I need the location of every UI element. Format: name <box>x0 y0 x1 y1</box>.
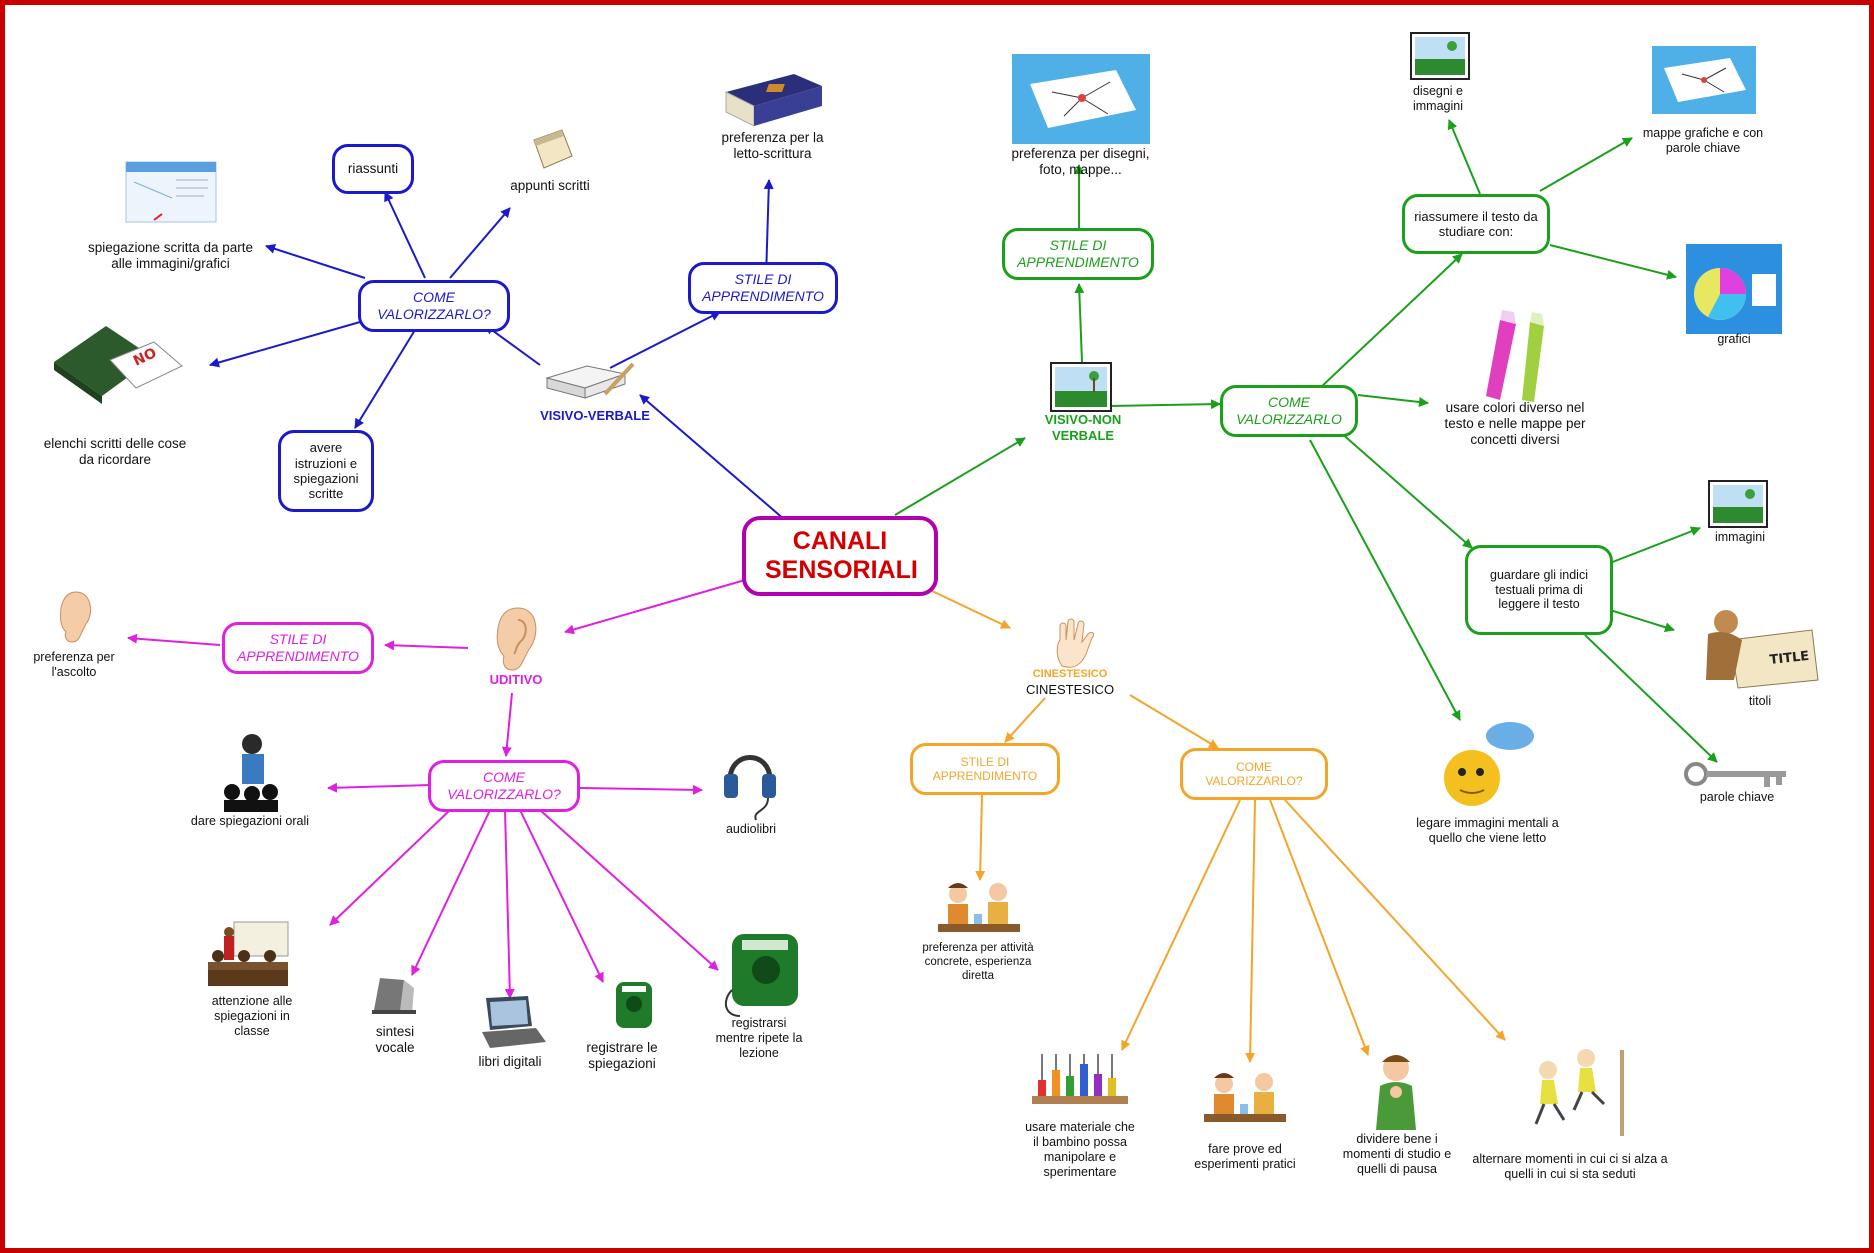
center-node[interactable]: CANALI SENSORIALI <box>742 516 938 596</box>
ud-come-text: COME VALORIZZARLO? <box>447 769 561 802</box>
vnv-preferenza-text: preferenza per disegni, foto, mappe... <box>1011 146 1150 178</box>
vv-stile-box[interactable]: STILE DI APPRENDIMENTO <box>688 262 838 314</box>
vv-istruzioni-box[interactable]: avere istruzioni e spiegazioni scritte <box>278 430 374 512</box>
notepad-icon <box>528 126 578 176</box>
ud-registrarsi-text: registrarsi mentre ripete la lezione <box>715 1016 803 1060</box>
ci-come-text: COME VALORIZZARLO? <box>1205 759 1303 788</box>
ud-attenzione-text: attenzione alle spiegazioni in classe <box>211 994 293 1038</box>
mindmap-picture-icon <box>1012 54 1150 144</box>
vnv-come-text: COME VALORIZZARLO <box>1236 394 1342 427</box>
boy-pause-icon <box>1362 1052 1430 1130</box>
vnv-stile-text: STILE DI APPRENDIMENTO <box>1017 237 1139 270</box>
vv-spiegazione-text: spiegazione scritta da parte alle immagi… <box>87 240 254 272</box>
headphones-icon <box>722 740 778 822</box>
classroom-icon <box>204 918 292 988</box>
uditivo-label[interactable]: UDITIVO <box>489 672 543 687</box>
speaker-icon <box>370 974 422 1016</box>
vv-istruzioni-text: avere istruzioni e spiegazioni scritte <box>293 440 359 502</box>
vv-come-box[interactable]: COME VALORIZZARLO? <box>358 280 510 332</box>
recorder-small-icon <box>608 976 656 1034</box>
vnv-riassumere-box[interactable]: riassumere il testo da studiare con: <box>1402 194 1550 254</box>
ud-orali-text: dare spiegazioni orali <box>190 814 310 828</box>
vv-riassunti-text: riassunti <box>347 161 399 177</box>
jumping-kids-icon <box>1508 1040 1632 1140</box>
ci-materiale-text: usare materiale che il bambino possa man… <box>1025 1120 1135 1179</box>
vnv-titoli-text: titoli <box>1748 694 1772 708</box>
vv-appunti-text: appunti scritti <box>510 178 590 193</box>
ud-audiolibri-text: audiolibri <box>725 822 777 836</box>
ci-stile-text: STILE DI APPRENDIMENTO <box>932 754 1038 783</box>
svg-text:TITLE: TITLE <box>1769 649 1810 668</box>
ci-dividere-text: dividere bene i momenti di studio e quel… <box>1342 1132 1452 1176</box>
teacher-speaking-icon <box>222 730 280 812</box>
ci-alternare-text: alternare momenti in cui ci si alza a qu… <box>1472 1152 1668 1181</box>
children-lab-icon <box>1200 1070 1290 1132</box>
visivo-non-verbale-label[interactable]: VISIVO-NON VERBALE <box>1044 412 1122 443</box>
vnv-mappe-text: mappe grafiche e con parole chiave <box>1642 126 1764 155</box>
ci-come-box[interactable]: COME VALORIZZARLO? <box>1180 748 1328 800</box>
book-icon <box>722 70 826 130</box>
ci-stile-box[interactable]: STILE DI APPRENDIMENTO <box>910 743 1060 795</box>
vv-riassunti-box[interactable]: riassunti <box>332 144 414 194</box>
image-icon <box>1410 32 1470 80</box>
ud-sintesi-text: sintesi vocale <box>375 1024 415 1056</box>
paper-stack-icon <box>545 358 637 404</box>
children-experiment-icon <box>934 880 1024 942</box>
detective-title-icon: TITLE <box>1690 600 1822 692</box>
ud-registrare-text: registrare le spiegazioni <box>586 1040 658 1072</box>
vnv-immagini-text: immagini <box>1714 530 1765 544</box>
recorder-large-icon <box>718 930 804 1020</box>
cinestesico-label[interactable]: CINESTESICO <box>1025 682 1115 697</box>
uditivo-connectors <box>127 579 746 999</box>
vv-come-text: COME VALORIZZARLO? <box>377 289 491 322</box>
laptop-icon <box>476 994 548 1050</box>
vv-preferenza-text: preferenza per la letto-scrittura <box>721 130 824 162</box>
abacus-icon <box>1028 1048 1132 1114</box>
vnv-stile-box[interactable]: STILE DI APPRENDIMENTO <box>1002 228 1154 280</box>
vnv-come-box[interactable]: COME VALORIZZARLO <box>1220 385 1358 437</box>
vnv-indici-text: guardare gli indici testuali prima di le… <box>1490 567 1588 612</box>
center-title: CANALI SENSORIALI <box>765 526 918 585</box>
cinestesico-label-top[interactable]: CINESTESICO <box>1032 668 1108 680</box>
vnv-disegni-text: disegni e immagini <box>1412 84 1464 113</box>
ud-stile-box[interactable]: STILE DI APPRENDIMENTO <box>222 622 374 674</box>
vnv-parole-text: parole chiave <box>1699 790 1775 804</box>
concept-map-icon <box>1652 46 1756 114</box>
visivo-verbale-label[interactable]: VISIVO-VERBALE <box>540 408 650 423</box>
ud-stile-text: STILE DI APPRENDIMENTO <box>237 631 359 664</box>
vnv-grafici-text: grafici <box>1717 332 1751 346</box>
pie-chart-icon <box>1686 244 1782 334</box>
ear-icon <box>494 604 540 674</box>
notebook-list-icon: NO <box>50 322 190 412</box>
thinking-face-icon <box>1436 716 1546 812</box>
screen-slide-icon <box>124 158 218 228</box>
visivo-verbale-connectors <box>209 179 786 521</box>
ci-prove-text: fare prove ed esperimenti pratici <box>1194 1142 1296 1171</box>
ud-libri-text: libri digitali <box>478 1054 542 1069</box>
ci-preferenza-text: preferenza per attività concrete, esperi… <box>922 942 1034 982</box>
ud-preferenza-text: preferenza per l'ascolto <box>33 650 115 679</box>
vv-elenchi-text: elenchi scritti delle cose da ricordare <box>43 436 187 468</box>
hand-icon <box>1052 618 1096 670</box>
small-image-icon <box>1708 480 1768 528</box>
ud-come-box[interactable]: COME VALORIZZARLO? <box>428 760 580 812</box>
vnv-indici-box[interactable]: guardare gli indici testuali prima di le… <box>1465 545 1613 635</box>
vnv-riassumere-text: riassumere il testo da studiare con: <box>1414 208 1538 239</box>
landscape-photo-icon <box>1050 362 1112 412</box>
ear-small-icon <box>58 590 94 646</box>
highlighter-pens-icon <box>1478 308 1558 404</box>
vnv-colori-text: usare colori diverso nel testo e nelle m… <box>1444 400 1586 448</box>
visivo-non-verbale-connectors <box>894 119 1718 763</box>
vnv-legare-text: legare immagini mentali a quello che vie… <box>1416 816 1559 845</box>
key-icon <box>1680 760 1790 794</box>
cinestesico-connectors <box>929 589 1506 1063</box>
vv-stile-text: STILE DI APPRENDIMENTO <box>702 271 824 304</box>
